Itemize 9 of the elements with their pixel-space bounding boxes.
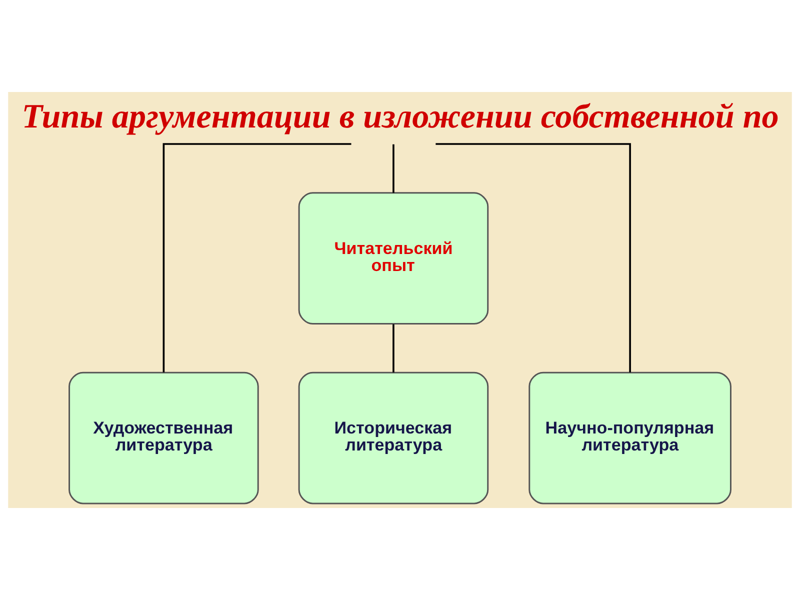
node-box: Научно-популярная литература [528,372,732,504]
diagram-title: Типы аргументации в изложении собственной по [22,98,779,136]
connector [436,143,631,372]
node-box: Читательский опыт [298,192,489,324]
node-box: Художественная литература [68,372,259,504]
connector [392,324,394,372]
connector [162,143,352,372]
node-box: Историческая литература [298,372,489,504]
connector [392,144,394,193]
